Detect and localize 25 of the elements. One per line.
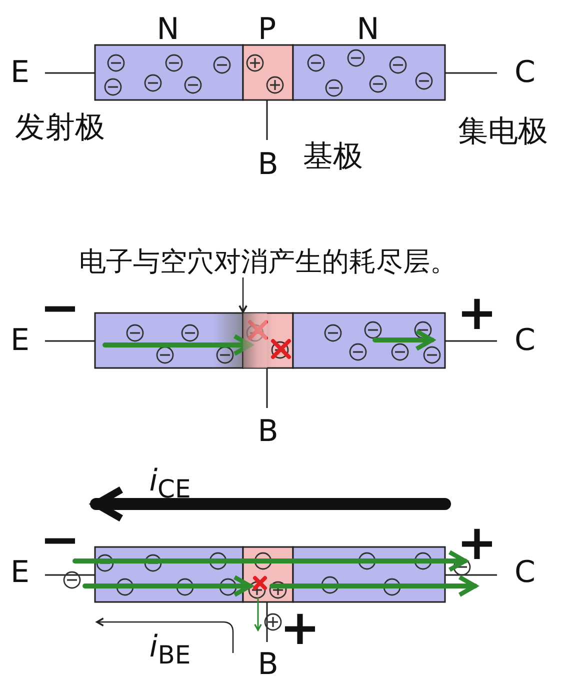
terminal-letter: E (10, 58, 30, 88)
terminal-letter: E (10, 326, 30, 356)
polarity-sign: − (40, 284, 80, 332)
terminal-letter: C (514, 58, 536, 88)
polarity-sign: + (456, 519, 498, 567)
terminal-name: 发射极 (15, 113, 105, 143)
terminal-letter: B (258, 650, 278, 680)
terminal-letter: B (258, 417, 278, 447)
terminal-name: 基极 (303, 142, 363, 172)
region-letter: N (156, 15, 180, 45)
polarity-sign: − (40, 516, 80, 564)
region-letter: P (258, 15, 276, 45)
terminal-letter: C (514, 558, 536, 588)
terminal-letter: E (10, 558, 30, 588)
depletion-layer (243, 313, 267, 368)
leader-line (238, 278, 248, 313)
current-label: i$_{BE}$ (149, 632, 191, 668)
terminal-letter: B (258, 150, 278, 180)
polarity-sign: + (456, 289, 498, 337)
current-label: i$_{CE}$ (149, 466, 191, 502)
caption-text: 电子与空穴对消产生的耗尽层。 (79, 248, 457, 276)
terminal-name: 集电极 (458, 117, 548, 147)
region-letter: N (356, 15, 380, 45)
polarity-sign: + (280, 604, 320, 652)
terminal-letter: C (514, 326, 536, 356)
